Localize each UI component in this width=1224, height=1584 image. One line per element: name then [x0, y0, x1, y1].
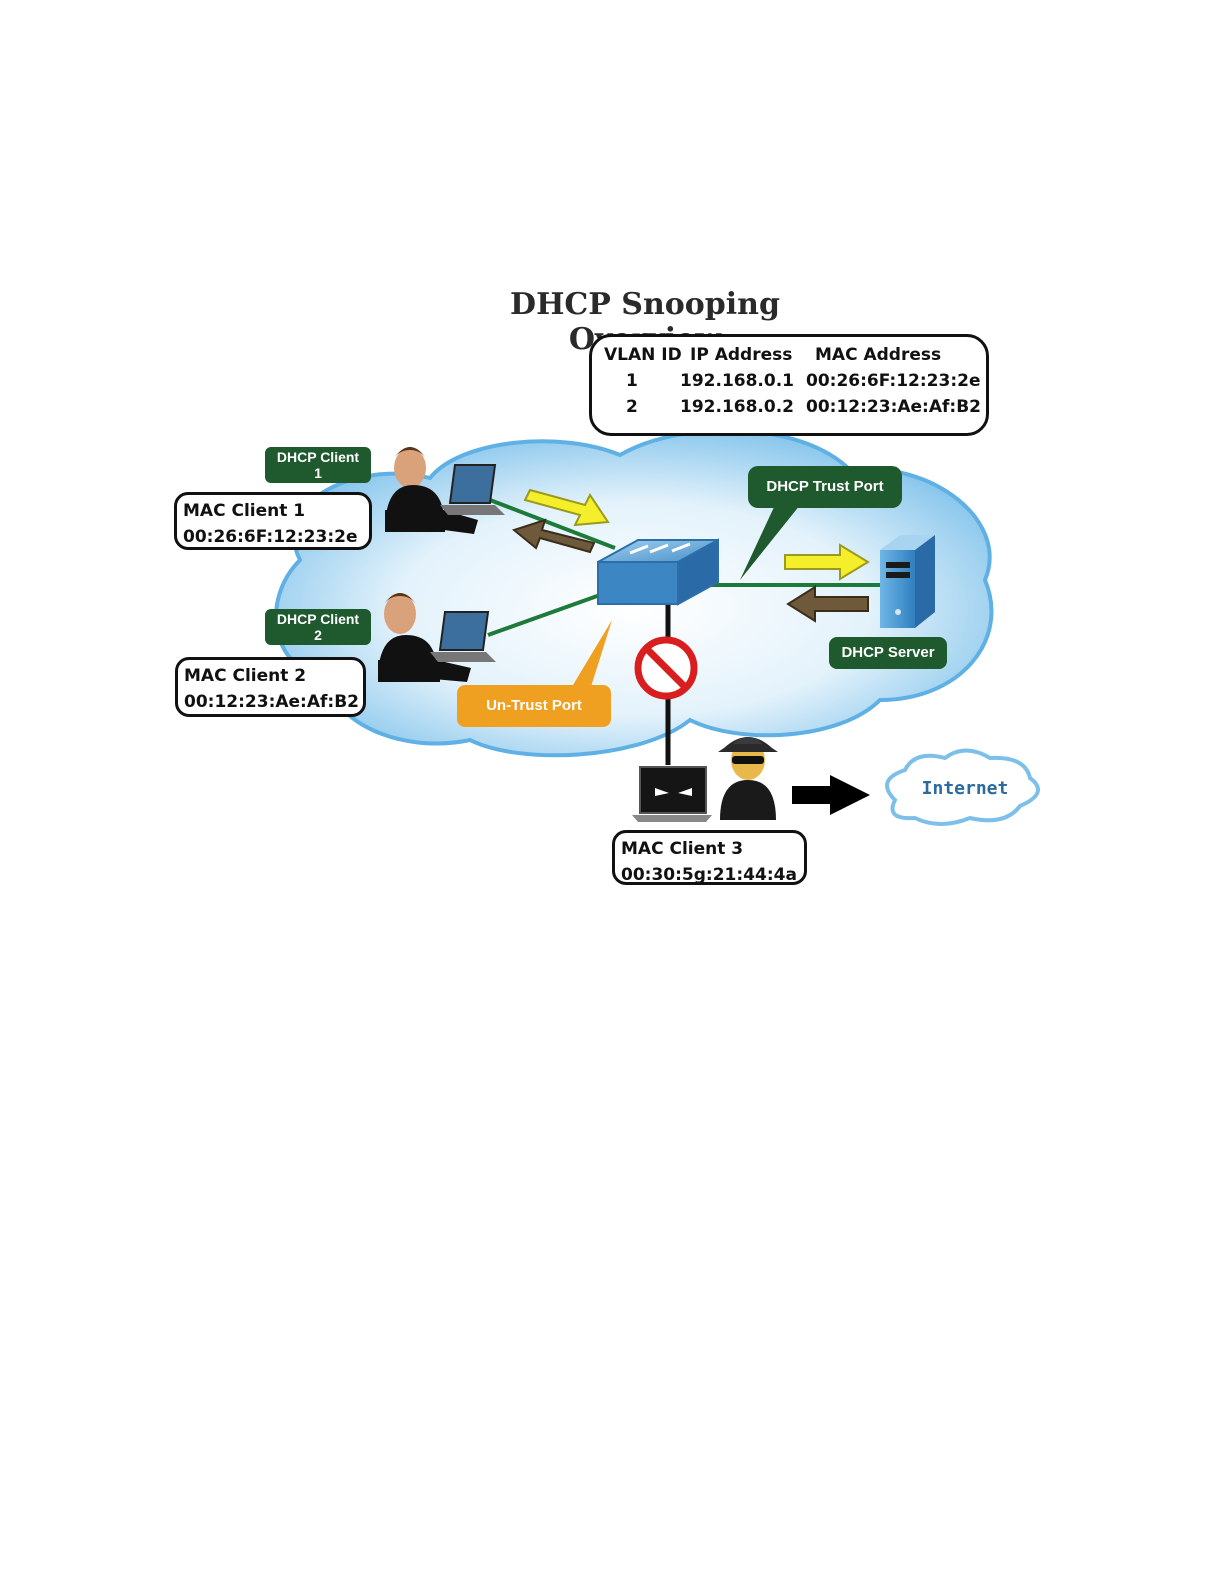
mac-client-2-label: MAC Client 2 — [184, 666, 307, 686]
header-vlan-id: VLAN ID — [604, 345, 682, 365]
hacker-icon — [718, 737, 778, 820]
switch-icon — [597, 538, 719, 606]
client1-request-arrow-icon — [523, 488, 610, 527]
client1-laptop-user-icon — [385, 447, 505, 534]
server-icon — [880, 535, 935, 628]
mac-client-1-label: MAC Client 1 — [183, 501, 306, 521]
dhcp-client-1-tag-line1: DHCP Client — [276, 449, 360, 465]
internet-cloud-icon — [885, 748, 1040, 826]
server-request-arrow-icon — [784, 543, 870, 581]
binding-table: VLAN ID IP Address MAC Address 1 192.168… — [589, 334, 989, 436]
row2-vlan: 2 — [626, 397, 638, 417]
row1-mac: 00:26:6F:12:23:2e — [806, 371, 981, 391]
trust-port-pointer — [740, 505, 800, 580]
hacker-laptop-icon — [632, 766, 712, 822]
untrust-port-tag: Un-Trust Port — [457, 685, 611, 727]
mac-client-1-box: MAC Client 1 00:26:6F:12:23:2e — [174, 492, 372, 550]
internet-label: Internet — [921, 778, 1009, 799]
mac-client-3-box: MAC Client 3 00:30:5g:21:44:4a — [612, 830, 807, 885]
server-reply-arrow-icon — [786, 585, 869, 623]
mac-client-2-address: 00:12:23:Ae:Af:B2 — [184, 692, 359, 712]
row2-ip: 192.168.0.2 — [680, 397, 795, 417]
dhcp-client-1-tag-line2: 1 — [314, 465, 322, 481]
dhcp-server-tag: DHCP Server — [829, 637, 947, 669]
dhcp-client-2-tag: DHCP Client 2 — [265, 609, 371, 645]
mac-client-3-label: MAC Client 3 — [621, 839, 744, 859]
dhcp-trust-port-tag: DHCP Trust Port — [748, 466, 902, 508]
prohibited-icon — [634, 636, 698, 700]
client1-reply-arrow-icon — [511, 518, 596, 554]
mac-client-1-address: 00:26:6F:12:23:2e — [183, 527, 358, 547]
client2-laptop-user-icon — [378, 593, 496, 682]
header-ip-address: IP Address — [690, 345, 793, 365]
dhcp-client-2-tag-line2: 2 — [314, 627, 322, 643]
mac-client-2-box: MAC Client 2 00:12:23:Ae:Af:B2 — [175, 657, 366, 717]
row1-ip: 192.168.0.1 — [680, 371, 795, 391]
mac-client-3-address: 00:30:5g:21:44:4a — [621, 865, 797, 885]
row2-mac: 00:12:23:Ae:Af:B2 — [806, 397, 981, 417]
header-mac-address: MAC Address — [815, 345, 942, 365]
dhcp-client-2-tag-line1: DHCP Client — [276, 611, 360, 627]
untrust-port-pointer — [570, 620, 612, 690]
to-internet-arrow-icon — [792, 775, 870, 815]
row1-vlan: 1 — [626, 371, 638, 391]
dhcp-client-1-tag: DHCP Client 1 — [265, 447, 371, 483]
